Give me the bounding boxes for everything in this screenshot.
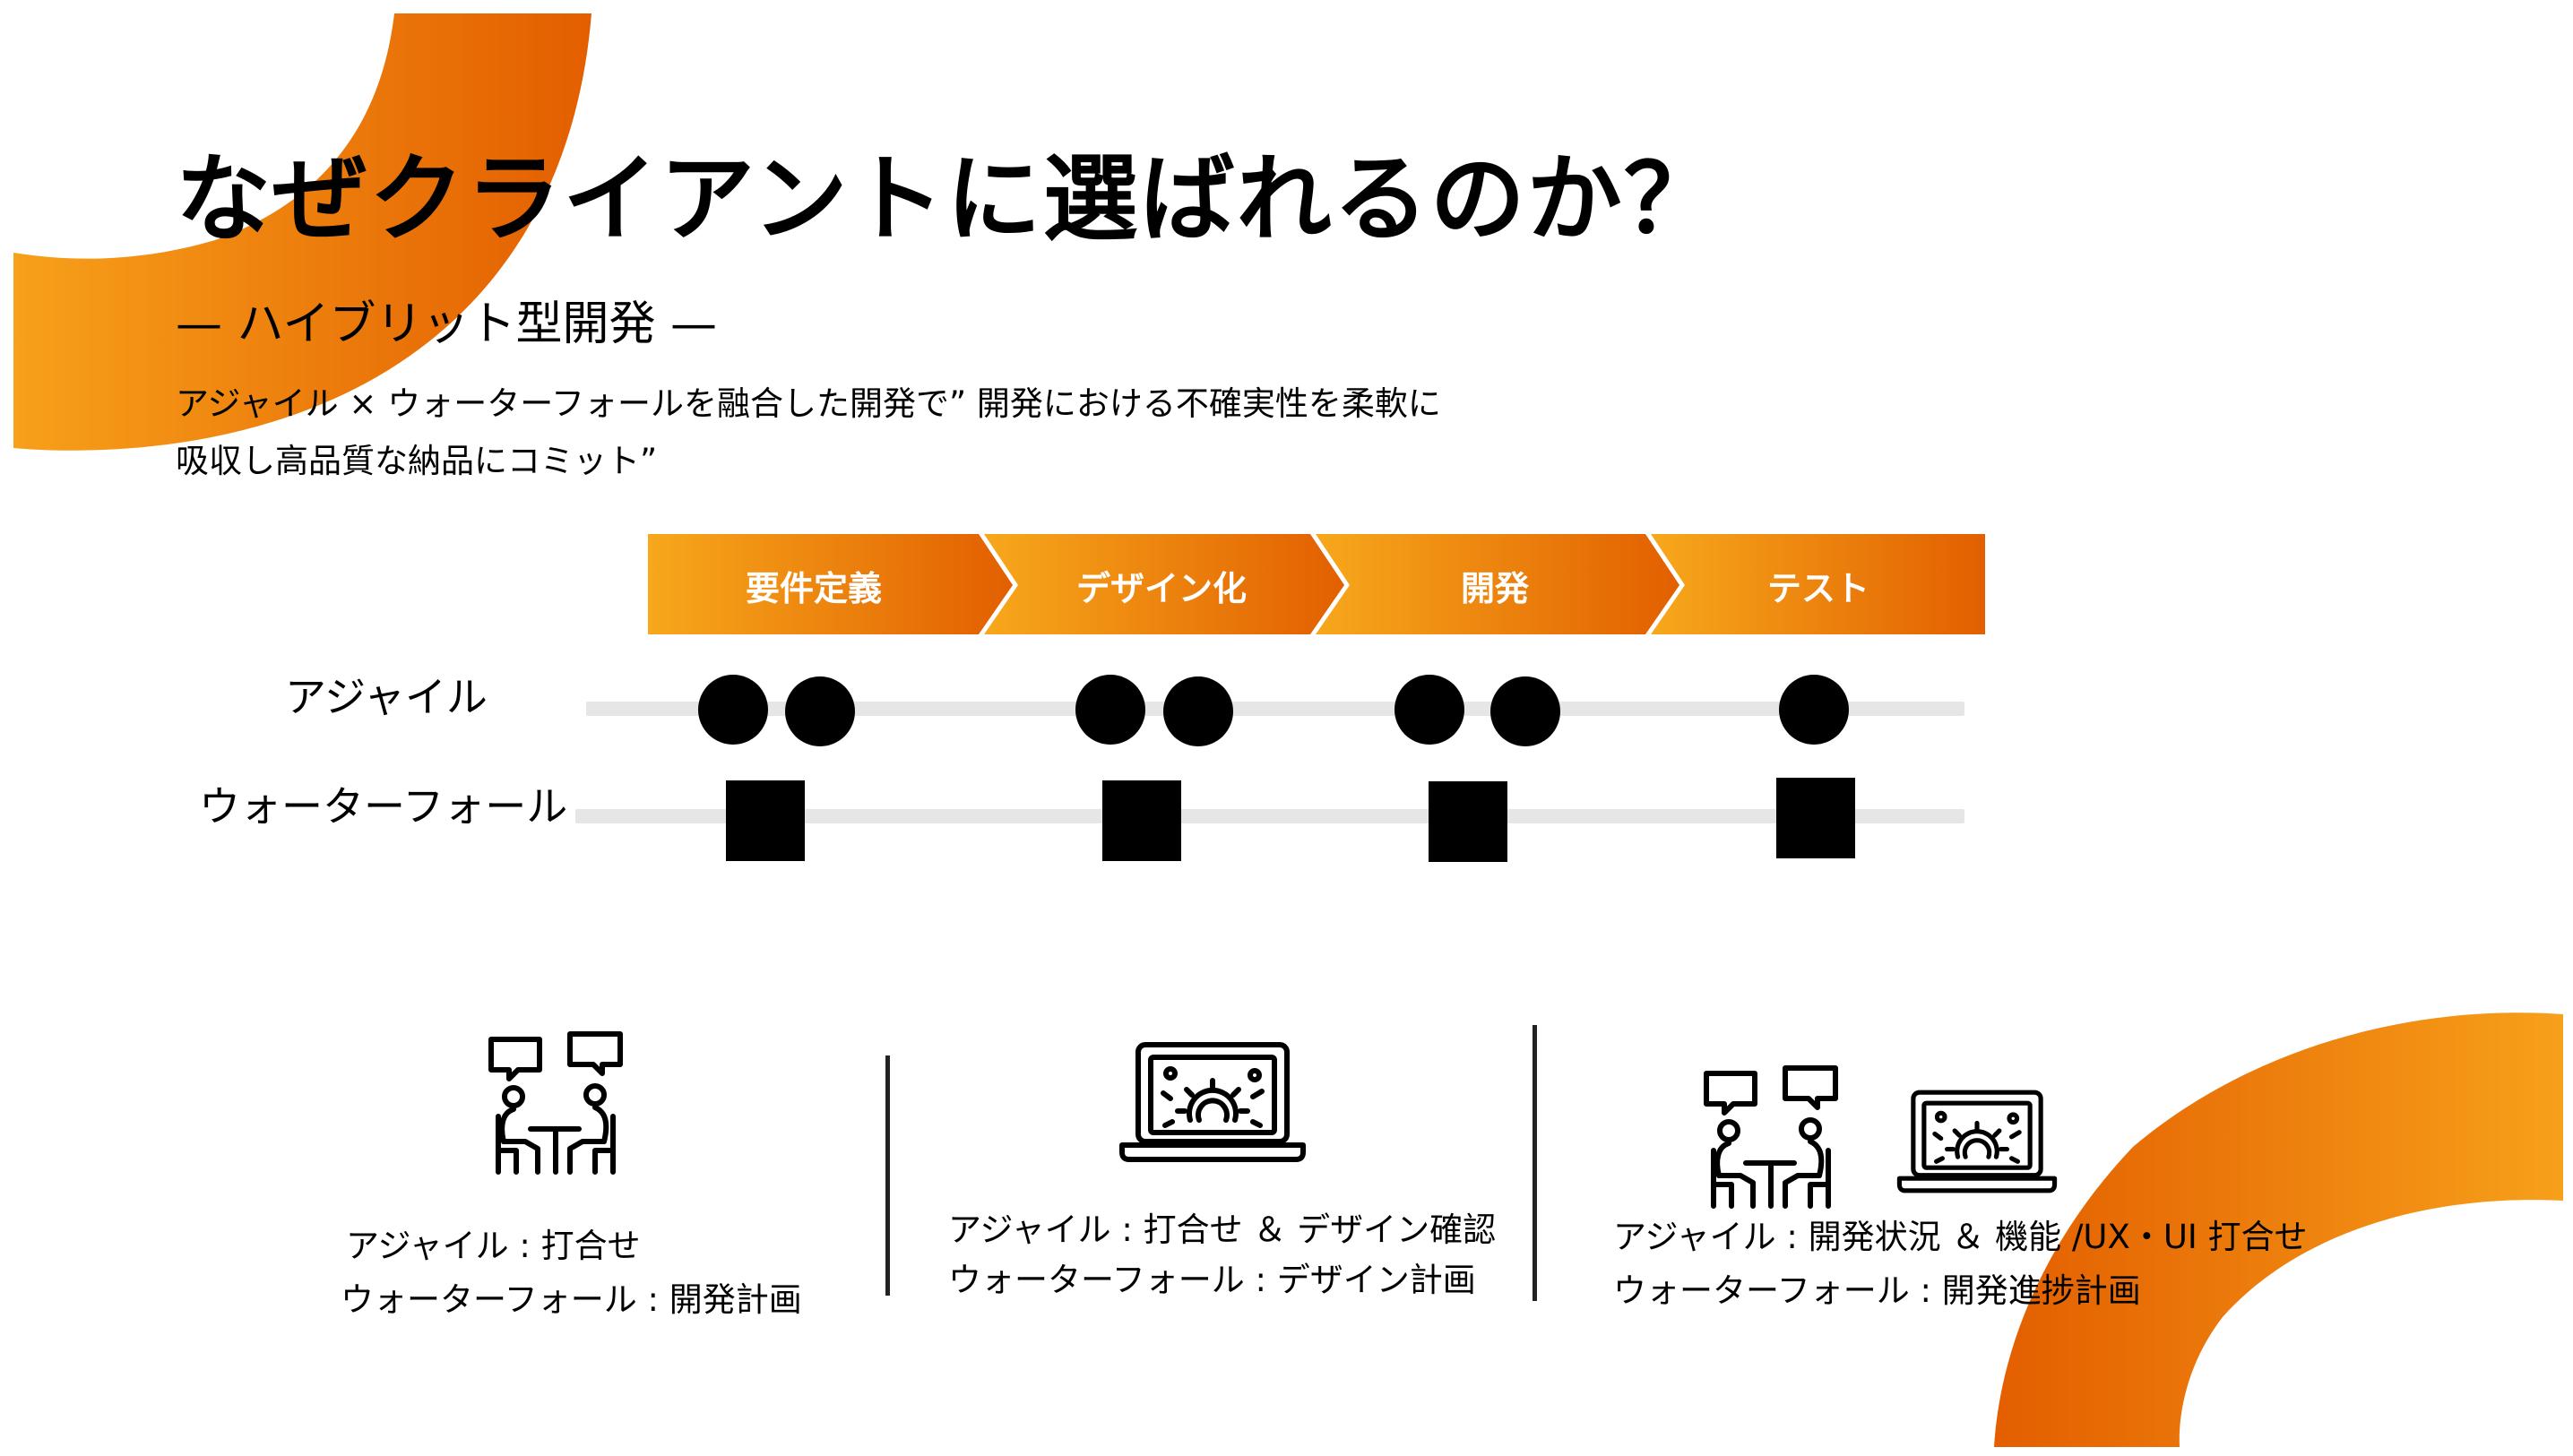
col2-agile-caption: アジャイル : 打合せ ＆ デザイン確認 [948,1210,1497,1249]
step-arrow-1 [648,534,1013,634]
meeting-icon [1704,1065,1838,1209]
row-label-waterfall: ウォーターフォール [199,782,568,831]
agile-iteration-dot [1075,675,1145,745]
column-divider [1533,1025,1537,1301]
page-title: なぜクライアントに選ばれるのか？ [176,144,1721,254]
step-arrow-3 [1316,534,1679,634]
bottom-right-arc [1994,1012,2563,1447]
column-divider [885,1055,890,1296]
step-design: デザイン化 [1075,568,1247,608]
step-development: 開発 [1460,568,1529,608]
col1-waterfall-caption: ウォーターフォール : 開発計画 [341,1280,802,1319]
waterfall-phase-square [726,780,805,861]
page-subtitle: — ハイブリット型開発 — [176,297,718,351]
waterfall-phase-square [1102,780,1181,861]
laptop-gear-icon [1119,1042,1306,1162]
waterfall-track [575,809,1964,823]
description-line-1: アジャイル × ウォーターフォールを融合した開発で” 開発における不確実性を柔軟… [176,384,1441,423]
agile-track [586,702,1964,716]
row-label-agile: アジャイル [285,673,488,721]
agile-iteration-dot [1394,675,1464,745]
step-requirements: 要件定義 [745,568,882,608]
step-arrow-4 [1651,534,1985,634]
waterfall-phase-square [1776,778,1855,858]
col1-agile-caption: アジャイル : 打合せ [346,1227,641,1265]
col3-waterfall-caption: ウォーターフォール : 開発進捗計画 [1613,1271,2141,1310]
col2-waterfall-caption: ウォーターフォール : デザイン計画 [948,1261,1476,1299]
agile-iteration-dot [1163,676,1233,746]
step-test: テスト [1766,568,1869,608]
agile-iteration-dot [698,675,768,745]
waterfall-phase-square [1429,781,1507,862]
agile-iteration-dot [1779,675,1849,745]
top-left-arc [13,13,591,451]
col3-agile-caption: アジャイル : 開発状況 ＆ 機能 /UX・UI 打合せ [1613,1218,2308,1256]
agile-iteration-dot [1490,676,1560,746]
step-arrow-2 [984,534,1344,634]
agile-iteration-dot [785,676,855,746]
description-line-2: 吸収し高品質な納品にコミット” [176,442,658,480]
meeting-icon [488,1031,623,1175]
laptop-gear-icon [1896,1090,2058,1193]
